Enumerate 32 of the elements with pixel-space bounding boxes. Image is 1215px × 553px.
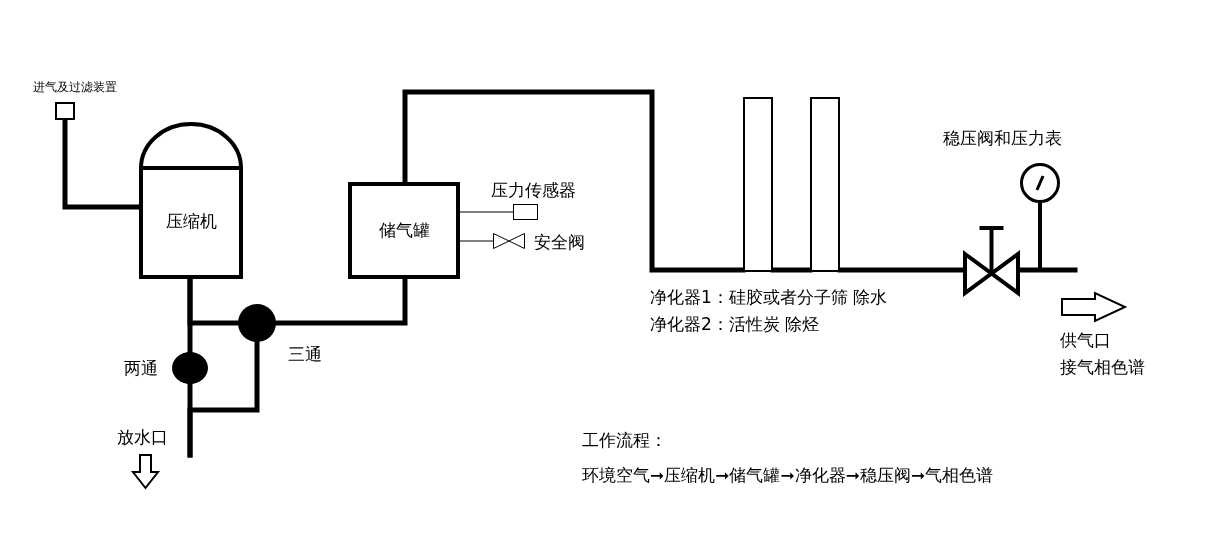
component-label: 压力传感器 — [491, 180, 576, 201]
annotation-label: 接气相色谱 — [1060, 357, 1145, 378]
component-label: 进气及过滤装置 — [33, 80, 117, 95]
regulator-valve-icon — [963, 226, 1020, 295]
note-text: 环境空气➞压缩机➞储气罐➞净化器➞稳压阀➞气相色谱 — [582, 465, 994, 486]
connecting-line — [459, 240, 494, 242]
annotation-label: 放水口 — [117, 427, 168, 448]
component-label: 储气罐 — [377, 218, 431, 242]
component-label: 两通 — [124, 358, 158, 379]
pipe-line — [62, 117, 140, 210]
purifier-column — [810, 97, 840, 272]
note-text: 工作流程： — [582, 430, 667, 451]
component-label: 压缩机 — [164, 209, 218, 233]
compressor-drawing — [137, 122, 245, 279]
annotation-label: 供气口 — [1060, 330, 1111, 351]
connecting-line — [459, 211, 514, 213]
annotation-label: 净化器1：硅胶或者分子筛 除水 — [650, 287, 888, 308]
annotation-label: 净化器2：活性炭 除烃 — [650, 314, 820, 335]
component-label: 三通 — [288, 344, 322, 365]
two-way-valve — [172, 352, 208, 384]
sensor-box — [513, 204, 538, 220]
pressure-gauge-icon — [1020, 163, 1060, 203]
component-label: 安全阀 — [534, 232, 585, 253]
pipe-line — [770, 267, 813, 273]
pipe-line — [187, 339, 260, 458]
intake-filter-box — [55, 102, 75, 120]
safety-valve-icon — [493, 233, 525, 249]
three-way-valve — [238, 304, 276, 342]
purifier-column — [743, 97, 773, 272]
pipe-line — [402, 89, 746, 273]
tank-box — [348, 182, 460, 279]
annotation-label: 稳压阀和压力表 — [943, 128, 1062, 149]
